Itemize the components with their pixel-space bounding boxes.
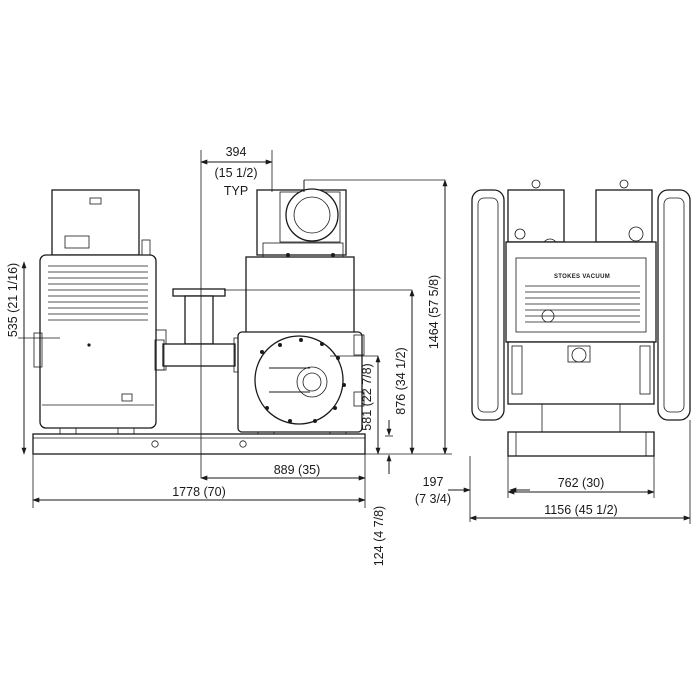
front-base (507, 401, 655, 457)
dim-197-in: (7 3/4) (415, 492, 451, 506)
dim-394-typ: TYP (224, 184, 248, 198)
dim-197-mm: 197 (423, 475, 444, 489)
dim-889: 889 (35) (274, 463, 321, 477)
side-view (32, 150, 445, 478)
front-motors (507, 179, 653, 254)
brand-plate-text: STOKES VACUUM (554, 274, 610, 280)
dimension-labels: 394 (15 1/2) TYP 535 (21 1/16) 1464 (57 … (6, 145, 618, 566)
dim-394-in: (15 1/2) (214, 166, 257, 180)
dim-1778: 1778 (70) (172, 485, 226, 499)
dim-762: 762 (30) (558, 476, 605, 490)
drive-motor (33, 189, 167, 429)
brand-plate: STOKES VACUUM (505, 241, 657, 343)
dim-581: 581 (22 7/8) (360, 363, 374, 430)
inlet-pipe (154, 288, 244, 373)
dim-876: 876 (34 1/2) (394, 347, 408, 414)
front-guards (471, 189, 691, 421)
motor-cooling-louvres (48, 265, 148, 321)
dim-394-mm: 394 (226, 145, 247, 159)
dim-535: 535 (21 1/16) (6, 263, 20, 337)
dim-1156: 1156 (45 1/2) (544, 503, 617, 517)
front-body (507, 341, 655, 405)
dim-124: 124 (4 7/8) (372, 506, 386, 566)
front-view: STOKES VACUUM (471, 179, 691, 457)
dim-1464: 1464 (57 5/8) (427, 275, 441, 349)
booster-pump (237, 179, 445, 433)
dimension-lines (18, 150, 691, 524)
